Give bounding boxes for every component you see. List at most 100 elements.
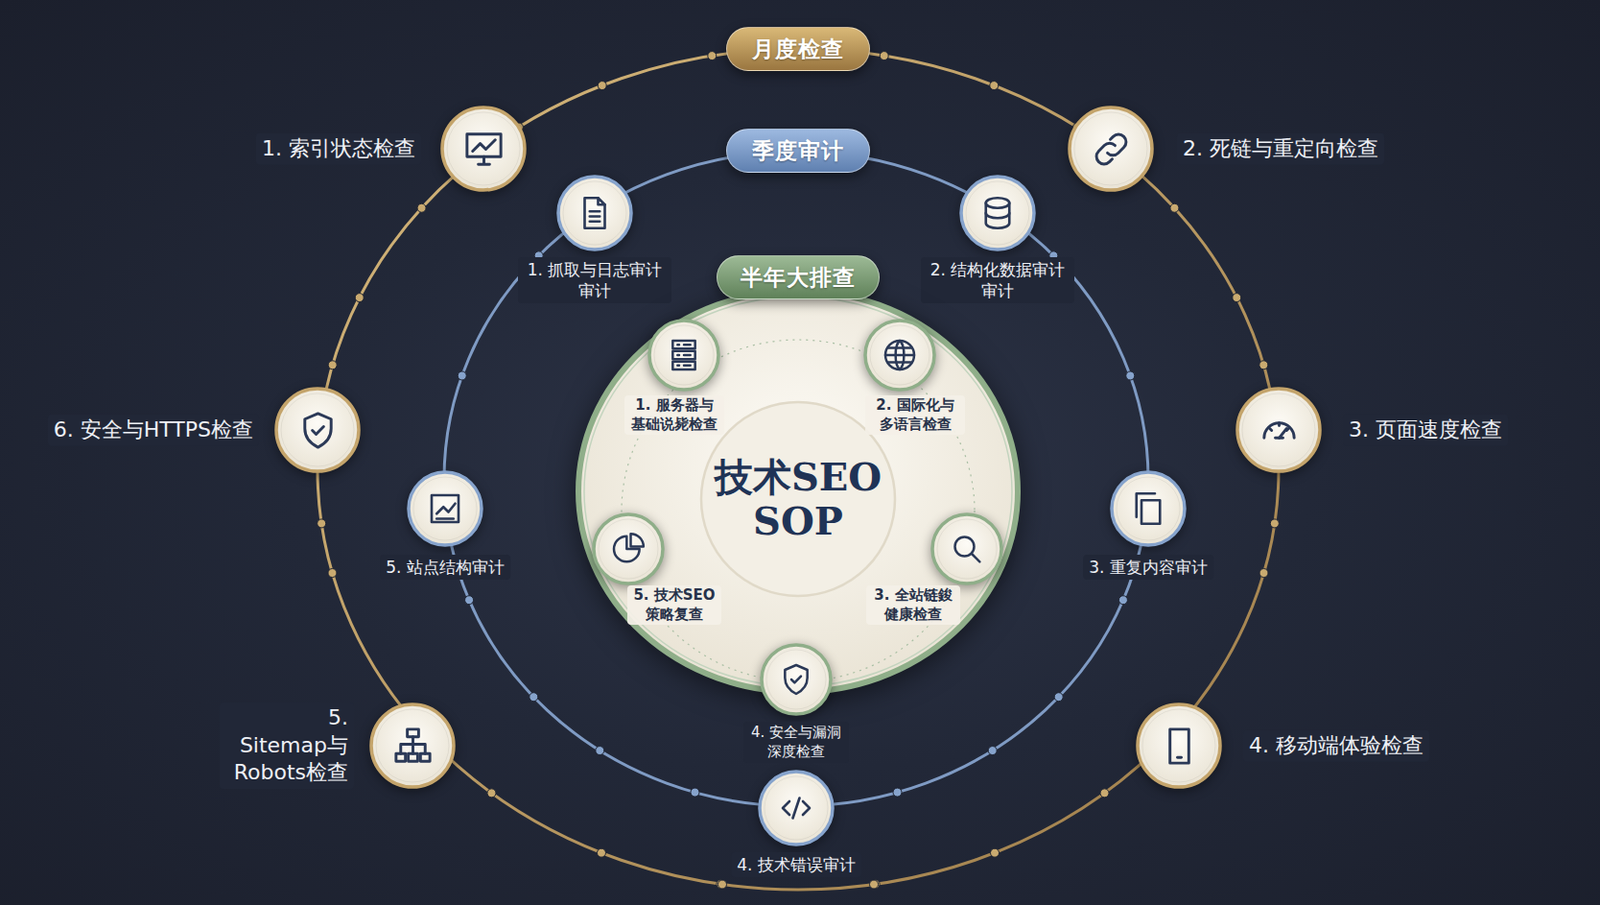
node-icon [424, 488, 466, 529]
item-label-group: 5. 站点结构审计 [379, 554, 511, 580]
node-text: 5. 技术SEO 策略复查 [627, 585, 722, 625]
item-label-group: 2. 结构化数据审计 审计 [920, 257, 1075, 304]
node-icon [880, 335, 919, 375]
node-text: 月度检查 [752, 34, 845, 65]
check-item-node: 1. 抓取与日志审计 审计 [556, 174, 634, 252]
node-text: 季度审计 [752, 136, 845, 166]
node-icon [1088, 126, 1134, 172]
node-circle [1067, 105, 1154, 192]
ring-dot [1170, 203, 1179, 212]
node-text: 3. 重复内容审计 [1082, 554, 1214, 580]
node-text: 技术SEO SOP [706, 454, 890, 543]
item-label-group: 2. 国际化与 多语言检查 [865, 395, 965, 435]
node-text: 4. 技术错误审计 [730, 851, 862, 877]
node-icon [776, 787, 817, 828]
check-item-node: 2. 结构化数据审计 审计 [959, 174, 1036, 252]
node-circle [1235, 386, 1322, 473]
check-item-node: 5. Sitemap与 Robots检查 [369, 702, 456, 789]
check-item-node: 4. 安全与漏洞 深度检查 [759, 642, 833, 716]
ring-dot [717, 879, 727, 889]
ring-dot [870, 879, 879, 889]
node-text: 4. 安全与漏洞 深度检查 [743, 721, 849, 763]
check-item-node: 1. 服务器与 基础说毙检查 [647, 318, 721, 392]
node-text: 4. 移动端体验检查 [1243, 729, 1430, 762]
node-icon [776, 659, 816, 699]
ring-dot [465, 595, 474, 605]
item-label-group: 1. 抓取与日志审计 审计 [517, 257, 672, 304]
ring-dot [690, 787, 700, 797]
ring-dot [1126, 371, 1135, 380]
ring-dot [893, 787, 902, 797]
ring-dot [1259, 568, 1269, 578]
node-text: 1. 抓取与日志审计 审计 [517, 257, 672, 304]
ring-dot [596, 847, 606, 857]
ring-dots [317, 51, 1280, 889]
node-text: 半年大排查 [740, 262, 856, 293]
core-title-group: 技术SEO SOP [706, 454, 890, 543]
node-icon [390, 723, 436, 769]
node-text: 1. 索引状态检查 [256, 133, 422, 165]
node-icon [947, 529, 987, 568]
ring-dot [988, 746, 997, 755]
semiannual-title-badge: 半年大排查 [716, 255, 880, 300]
node-text: 1. 服务器与 基础说毙检查 [624, 395, 725, 435]
ring-dot [457, 371, 467, 380]
check-item-node: 4. 技术错误审计 [757, 769, 835, 847]
check-item-node: 5. 技术SEO 策略复查 [591, 512, 665, 586]
node-circle [1135, 702, 1223, 789]
check-item-node: 3. 重复内容审计 [1109, 470, 1187, 547]
check-item-node: 3. 页面速度检查 [1235, 386, 1322, 473]
ring-dot [354, 293, 364, 303]
ring-dot [417, 203, 426, 212]
ring-dot [1100, 788, 1109, 798]
node-circle [930, 512, 1004, 586]
node-icon [574, 192, 615, 234]
check-item-node: 6. 安全与HTTPS检查 [274, 386, 361, 473]
node-icon [1256, 407, 1302, 453]
ring-dot [328, 568, 337, 578]
item-label-group: 6. 安全与HTTPS检查 [47, 414, 259, 447]
check-item-node: 2. 死链与重定向检查 [1067, 105, 1154, 192]
quarterly-ring [444, 151, 1149, 806]
node-circle [556, 174, 634, 252]
node-text: 2. 国际化与 多语言检查 [865, 395, 965, 435]
ring-dot [1054, 692, 1063, 702]
ring-dot [1270, 518, 1279, 528]
node-circle [1109, 470, 1187, 547]
ring-dot [487, 788, 496, 798]
ring-dot [595, 746, 605, 755]
monthly-title-badge: 月度检查 [726, 26, 871, 71]
core-disk: 技术SEO SOP 1. 服务器与 基础说毙检查 2. 国际化与 多语言检查 3. 全… [575, 287, 1021, 695]
item-label-group: 1. 服务器与 基础说毙检查 [624, 395, 725, 435]
item-label-group: 4. 移动端体验检查 [1243, 729, 1430, 762]
node-text: 2. 结构化数据审计 审计 [920, 257, 1075, 304]
item-label-group: 5. 技术SEO 策略复查 [627, 585, 722, 625]
item-label-group: 3. 全站链鋑 健康检查 [866, 585, 961, 625]
ring-dot [879, 51, 889, 61]
node-icon [609, 529, 648, 568]
node-icon [1128, 488, 1169, 529]
ring-dot [597, 81, 607, 91]
node-text: 3. 全站链鋑 健康检查 [866, 585, 961, 625]
check-item-node: 4. 移动端体验检查 [1135, 702, 1223, 789]
check-item-node: 5. 站点结构审计 [406, 470, 484, 547]
node-icon [295, 407, 341, 453]
node-circle [959, 174, 1036, 252]
ring-dot [990, 847, 1000, 857]
node-text: 5. Sitemap与 Robots检查 [219, 702, 354, 789]
check-item-node: 2. 国际化与 多语言检查 [863, 318, 937, 392]
node-icon [977, 192, 1018, 234]
node-text: 5. 站点结构审计 [379, 554, 511, 580]
ring-dot [989, 81, 999, 91]
ring-dot [328, 360, 337, 370]
item-label-group: 4. 安全与漏洞 深度检查 [743, 721, 849, 763]
item-label-group: 3. 重复内容审计 [1082, 554, 1214, 580]
node-text: 6. 安全与HTTPS检查 [47, 414, 259, 447]
ring-dot [1232, 293, 1242, 303]
ring-dot [1118, 595, 1128, 605]
item-label-group: 3. 页面速度检查 [1342, 414, 1508, 447]
monthly-ring [317, 48, 1279, 890]
item-label-group: 2. 死链与重定向检查 [1176, 133, 1385, 165]
quarterly-title-badge: 季度审计 [726, 128, 871, 173]
node-icon [664, 335, 704, 375]
